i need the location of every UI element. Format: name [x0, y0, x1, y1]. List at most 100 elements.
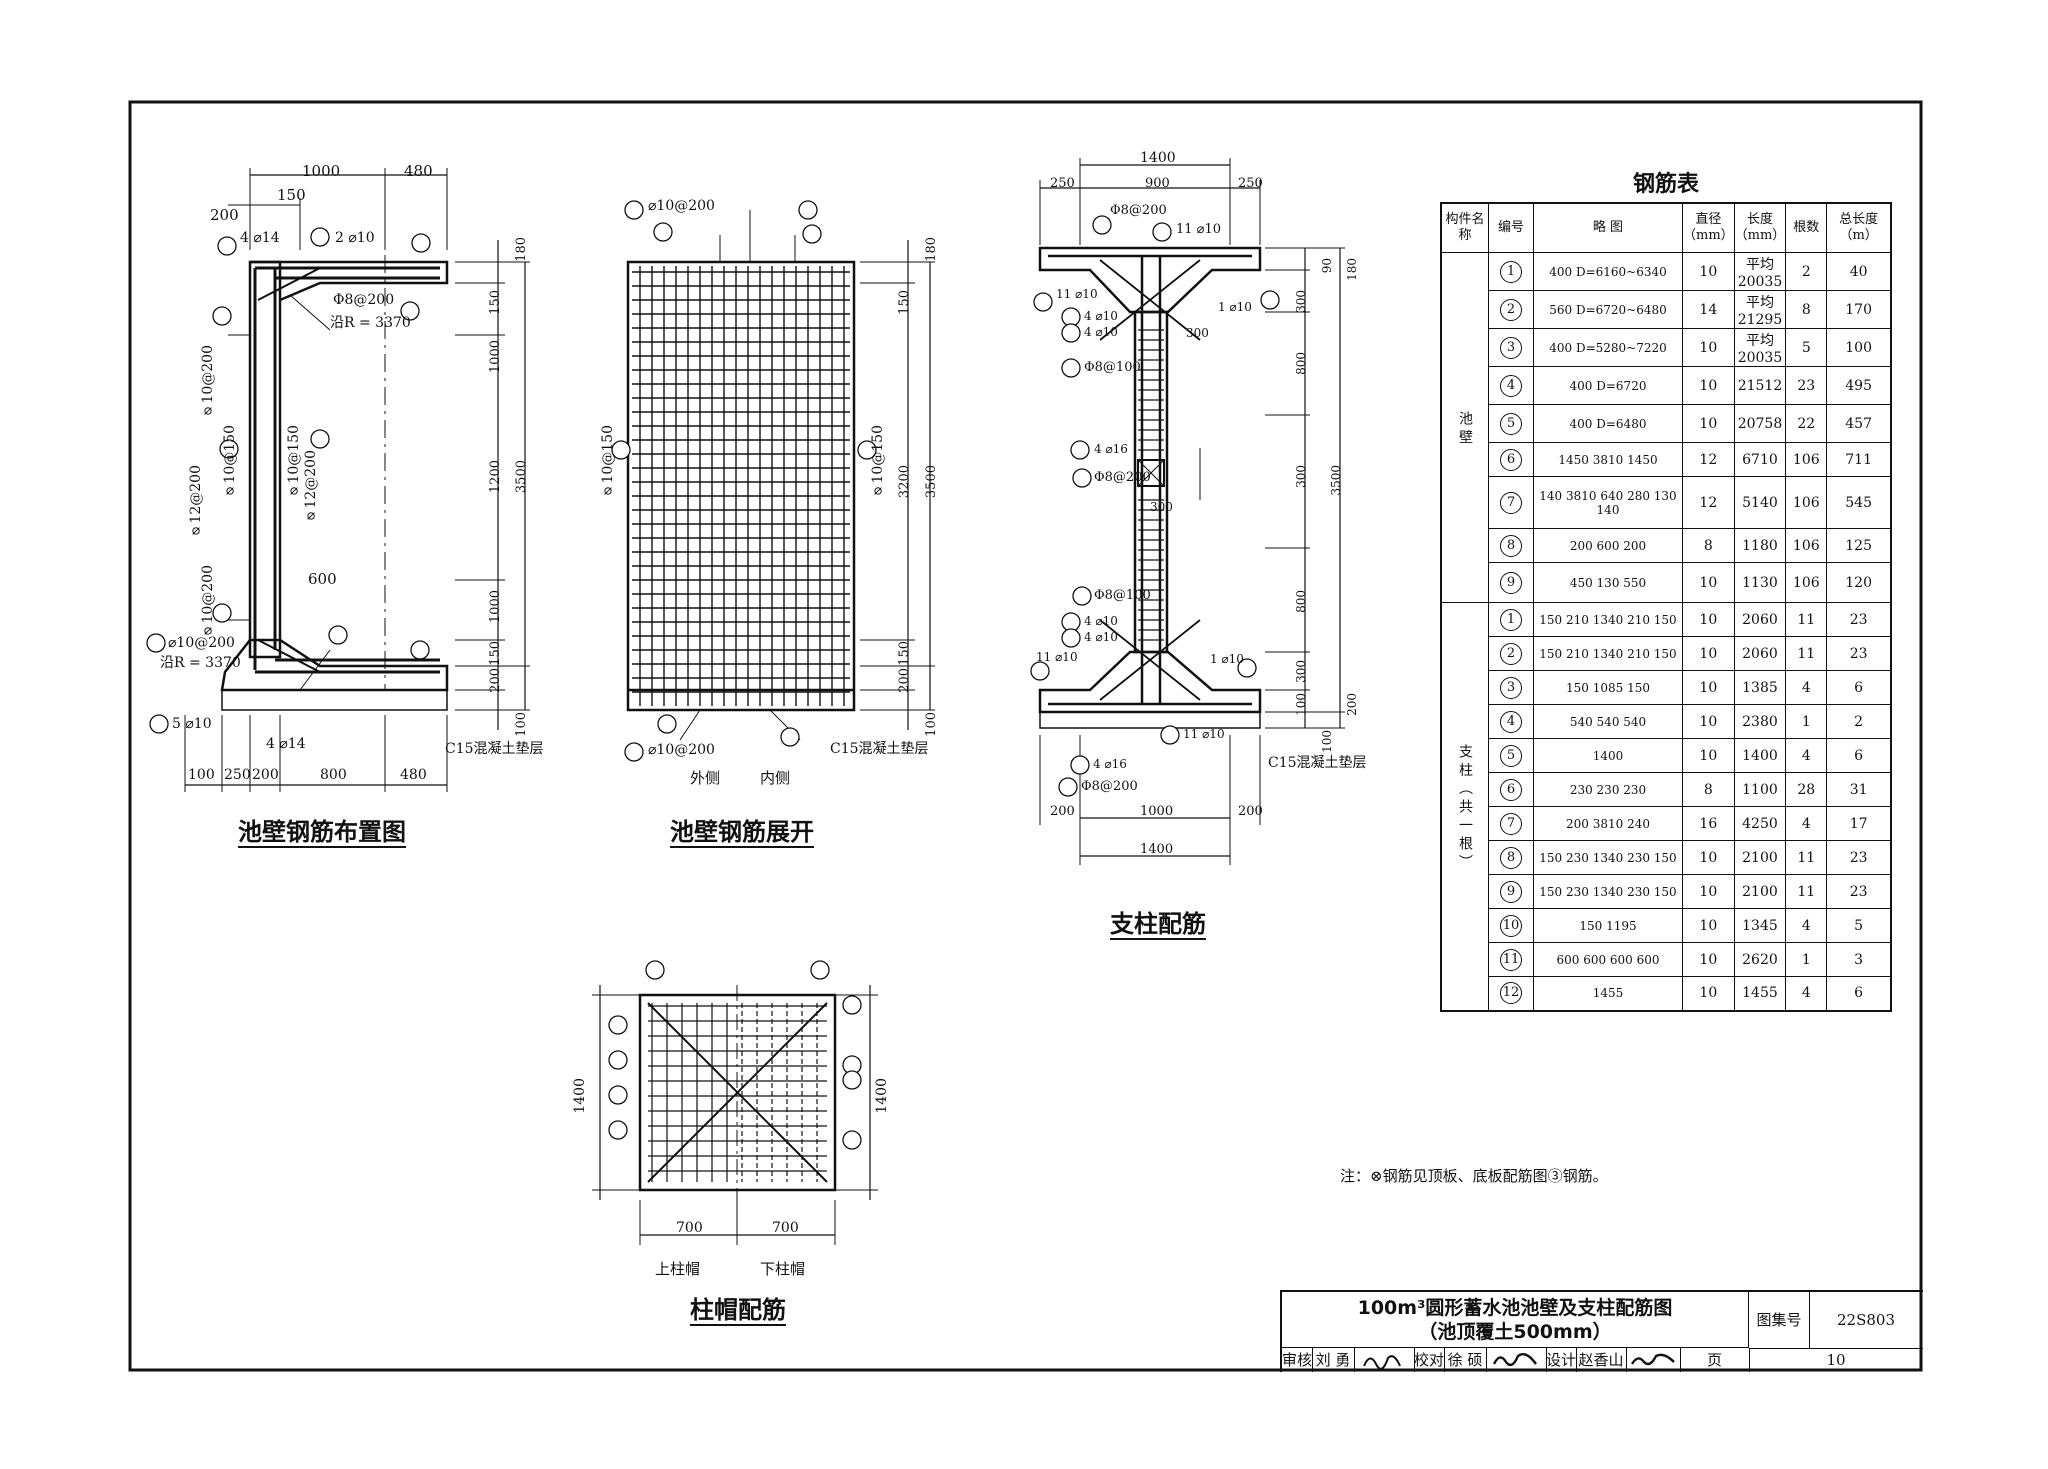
bar-dia: 10 [1682, 252, 1735, 291]
col-rdim-100b: 100 [1320, 730, 1334, 753]
bar-number: 9 [1500, 880, 1522, 903]
bar-count: 28 [1785, 772, 1828, 807]
design-label: 设计 [1546, 1348, 1577, 1372]
bar-count: 1 [1785, 942, 1828, 977]
bar-count: 2 [1785, 252, 1828, 291]
wall-bdim-800: 800 [320, 767, 347, 783]
bar-len: 2620 [1733, 942, 1787, 977]
reviewer-signature [1354, 1348, 1415, 1372]
bar-sketch: 400 D=6160~6340 [1533, 252, 1683, 291]
bar-number-cell: 11 [1488, 942, 1534, 977]
bar-total: 6 [1826, 670, 1892, 705]
bar-number-cell: 7 [1488, 476, 1534, 529]
bar-dia: 14 [1682, 290, 1735, 329]
bar-dia: 16 [1682, 806, 1735, 841]
unfold-rdim-150: 150 [897, 290, 912, 315]
col-header: 总长度（m） [1826, 202, 1892, 253]
bar-dia: 10 [1682, 908, 1735, 943]
bar-number-cell: 3 [1488, 670, 1534, 705]
bar-len: 平均20035 [1733, 252, 1787, 291]
col-bdim-200a: 200 [1050, 804, 1075, 819]
bar-sketch: 400 D=5280~7220 [1533, 328, 1683, 367]
wall-layout-markers [146, 227, 431, 734]
bar-len: 4250 [1733, 806, 1787, 841]
caption-column-cap: 柱帽配筋 [690, 1296, 786, 1324]
bar-number-cell: 1 [1488, 252, 1534, 291]
cap-upper: 上柱帽 [655, 1260, 701, 1278]
bar-number: 3 [1500, 676, 1522, 699]
bar-len: 1455 [1733, 976, 1787, 1011]
bar-count: 1 [1785, 704, 1828, 739]
bar-number: 9 [1500, 571, 1522, 594]
bar-count: 4 [1785, 908, 1828, 943]
bar-number: 7 [1500, 491, 1522, 514]
wall-bar-bottom-left: ⌀10@200 [168, 635, 235, 651]
bar-sketch: 230 230 230 [1533, 772, 1683, 807]
col-bdim-1000: 1000 [1140, 804, 1174, 819]
unfold-bottom-bar: ⌀10@200 [648, 742, 715, 758]
col-dim-300-mid: 300 [1150, 500, 1173, 514]
bar-count: 11 [1785, 874, 1828, 909]
col-dim-900: 900 [1145, 176, 1170, 191]
col-header: 构件名称 [1440, 202, 1489, 253]
bar-number-cell: 5 [1488, 738, 1534, 773]
caption-wall-layout: 池壁钢筋布置图 [238, 818, 406, 846]
bar-number: 8 [1500, 534, 1522, 557]
bar-len: 2100 [1733, 840, 1787, 875]
unfold-rdim-150b: 150 [897, 641, 912, 666]
wall-dim-1000: 1000 [302, 162, 341, 180]
bar-total: 23 [1826, 602, 1892, 637]
bar-sketch: 150 230 1340 230 150 [1533, 874, 1683, 909]
bar-len: 21512 [1733, 366, 1787, 405]
wall-bar-4phi14-bottom: 4 ⌀14 [266, 736, 306, 752]
bar-number-cell: 1 [1488, 602, 1534, 637]
bar-number: 10 [1500, 914, 1522, 937]
reviewer: 刘 勇 [1312, 1348, 1355, 1372]
bar-number: 6 [1500, 448, 1522, 471]
wall-bar-5phi10: 5 ⌀10 [172, 716, 212, 732]
designer-signature [1626, 1348, 1681, 1372]
bar-total: 6 [1826, 738, 1892, 773]
bar-count: 4 [1785, 738, 1828, 773]
col-bdim-200b: 200 [1238, 804, 1263, 819]
bar-number: 8 [1500, 846, 1522, 869]
wall-dim-150: 150 [277, 186, 306, 204]
col-rdim-300b: 300 [1294, 465, 1308, 488]
unfold-inner: 内侧 [760, 769, 791, 787]
unfold-rdim-3200: 3200 [897, 465, 912, 499]
bar-total: 125 [1826, 528, 1892, 563]
bar-number-cell: 8 [1488, 528, 1534, 563]
caption-wall-unfold: 池壁钢筋展开 [670, 818, 814, 846]
wall-rdim-150b: 150 [488, 641, 503, 666]
cap-dim-right: 1400 [874, 1078, 890, 1114]
checker: 徐 硕 [1444, 1348, 1487, 1372]
col-b11b: 11 ⌀10 [1056, 287, 1098, 301]
col-b4a: 4 ⌀10 [1084, 309, 1118, 323]
cap-dim-left: 1400 [572, 1078, 588, 1114]
bar-number: 3 [1500, 336, 1522, 359]
bar-number-cell: 9 [1488, 562, 1534, 603]
wall-rdim-150: 150 [488, 290, 503, 315]
bar-sketch: 540 540 540 [1533, 704, 1683, 739]
wall-dim-200: 200 [210, 206, 239, 224]
bar-len: 20758 [1733, 404, 1787, 443]
unfold-top-bar: ⌀10@200 [648, 198, 715, 214]
bar-sketch: 200 3810 240 [1533, 806, 1683, 841]
bar-dia: 10 [1682, 670, 1735, 705]
col-rdim-300c: 300 [1294, 660, 1308, 683]
drawing-title-line1: 100m³圆形蓄水池池壁及支柱配筋图 [1357, 1297, 1673, 1319]
col-header: 根数 [1785, 202, 1828, 253]
col-b1: 1 ⌀10 [1218, 300, 1252, 314]
bar-total: 495 [1826, 366, 1892, 405]
col-header: 直径（mm） [1682, 202, 1735, 253]
